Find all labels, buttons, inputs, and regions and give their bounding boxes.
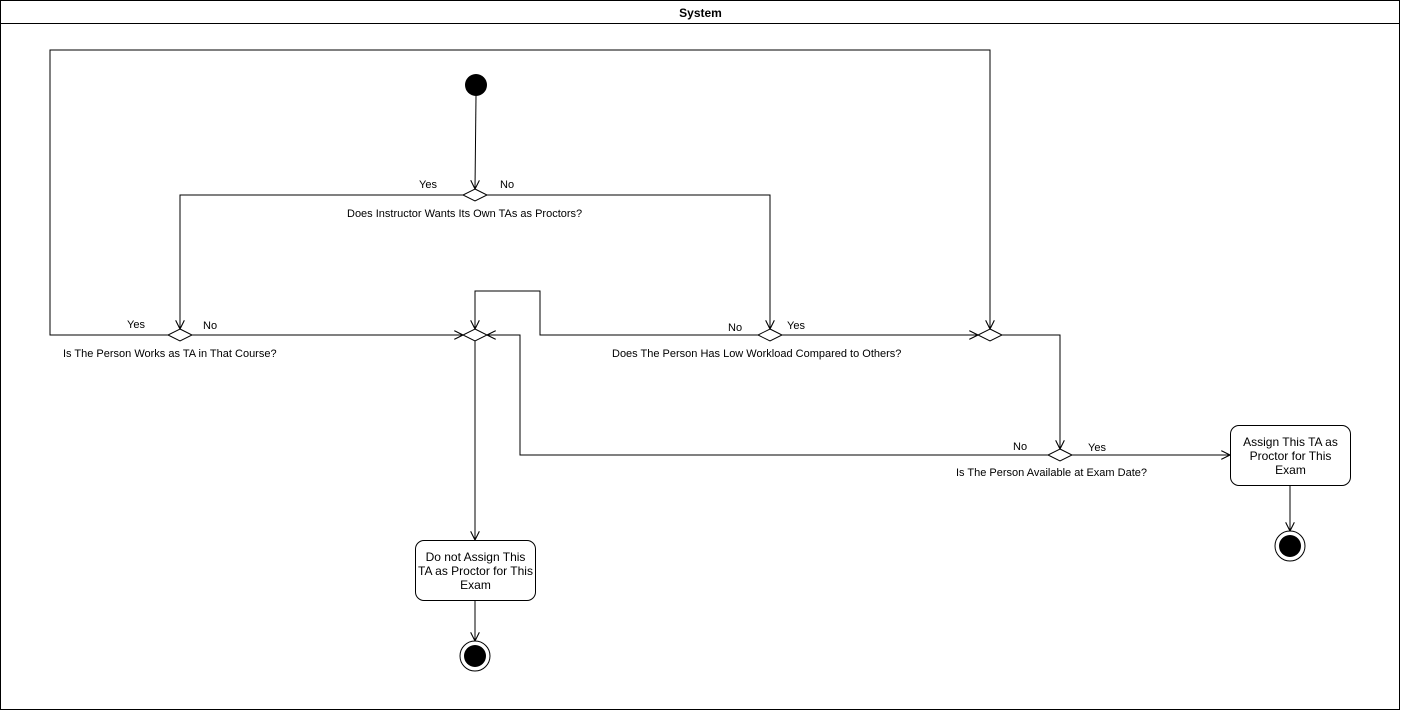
d3-question: Does The Person Has Low Workload Compare…	[612, 348, 902, 360]
merge-node-available	[976, 328, 1004, 342]
flow-merge-to-d4	[1002, 334, 1060, 449]
flow-d2-yes-loop	[49, 49, 990, 336]
decision-d2	[166, 328, 194, 342]
decision-d3	[756, 328, 784, 342]
flow-d1-yes	[180, 194, 463, 329]
final-node-reject	[459, 640, 491, 672]
initial-node	[465, 74, 487, 96]
d1-question: Does Instructor Wants Its Own TAs as Pro…	[347, 208, 583, 220]
d4-no-label: No	[1013, 441, 1028, 453]
d1-no-label: No	[500, 179, 515, 191]
d4-yes-label: Yes	[1088, 442, 1106, 454]
flow-start-to-d1	[475, 95, 476, 189]
final-node-assign	[1274, 530, 1306, 562]
d3-yes-label: Yes	[787, 320, 805, 332]
d3-no-label: No	[728, 322, 743, 334]
flow-d1-no	[487, 194, 770, 329]
swimlane-title: System	[679, 6, 722, 20]
decision-d1	[461, 188, 489, 202]
flow-d3-no	[475, 290, 758, 336]
d2-yes-label: Yes	[127, 319, 145, 331]
decision-d4	[1046, 448, 1074, 462]
d2-no-label: No	[203, 320, 218, 332]
d4-question: Is The Person Available at Exam Date?	[956, 467, 1147, 479]
d2-question: Is The Person Works as TA in That Course…	[63, 348, 277, 360]
action-do-not-assign: Do not Assign This TA as Proctor for Thi…	[415, 540, 536, 601]
action-assign-ta: Assign This TA as Proctor for This Exam	[1230, 425, 1351, 486]
d1-yes-label: Yes	[419, 179, 437, 191]
merge-node-reject	[461, 328, 489, 342]
flow-d4-no	[487, 335, 1048, 456]
